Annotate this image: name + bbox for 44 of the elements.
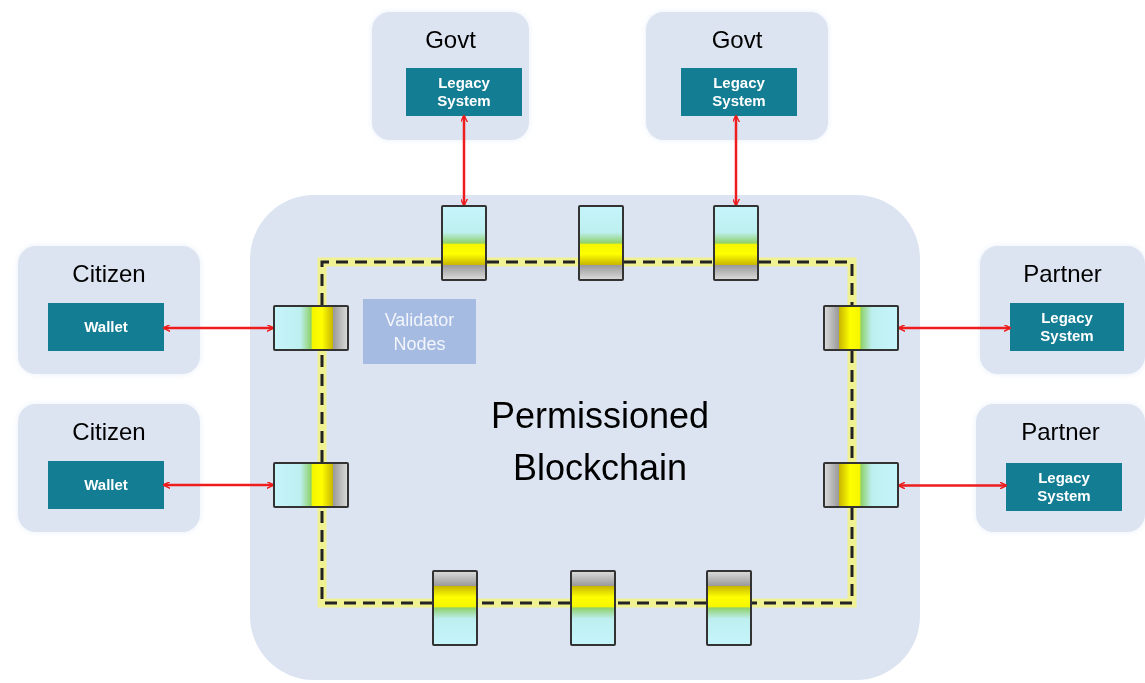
panel-title: Citizen: [71, 260, 147, 288]
dashed-connector: [752, 508, 854, 605]
double-arrow: [459, 114, 469, 207]
panel-title: Govt: [424, 26, 477, 54]
dashed-connector: [624, 260, 713, 264]
validator-node: [713, 205, 759, 281]
entity-panel: [976, 404, 1145, 532]
entity-panel: [646, 12, 828, 140]
dashed-connector: [320, 260, 441, 305]
system-box: Wallet: [48, 303, 164, 351]
panel-title: Citizen: [71, 418, 147, 446]
system-box: Legacy System: [681, 68, 797, 116]
entity-panel: [372, 12, 529, 140]
validator-node: [441, 205, 487, 281]
dashed-connector: [616, 601, 706, 605]
panel-title: Partner: [1020, 418, 1101, 446]
validator-node: [273, 462, 349, 508]
double-arrow: [162, 480, 275, 490]
blockchain-panel: [250, 195, 920, 680]
entity-panel: [980, 246, 1145, 374]
system-box: Legacy System: [1006, 463, 1122, 511]
blockchain-title: Permissioned Blockchain: [489, 394, 711, 490]
system-box: Wallet: [48, 461, 164, 509]
entity-panel: [18, 404, 200, 532]
validator-node: [570, 570, 616, 646]
panel-title: Govt: [710, 26, 764, 54]
validator-node: [823, 462, 899, 508]
dashed-connector: [320, 508, 432, 605]
validator-node: [706, 570, 752, 646]
system-box: Legacy System: [406, 68, 522, 116]
panel-title: Partner: [1022, 260, 1103, 288]
dashed-connector: [759, 260, 854, 305]
validator-node: [823, 305, 899, 351]
entity-panel: [18, 246, 200, 374]
validator-node: [432, 570, 478, 646]
validator-node: [273, 305, 349, 351]
double-arrow: [897, 481, 1008, 490]
validator-node: [578, 205, 624, 281]
dashed-connector: [487, 260, 578, 264]
label-box: Validator Nodes: [363, 299, 476, 364]
double-arrow: [162, 323, 275, 333]
double-arrow: [731, 114, 741, 207]
double-arrow: [897, 323, 1012, 333]
system-box: Legacy System: [1010, 303, 1124, 351]
